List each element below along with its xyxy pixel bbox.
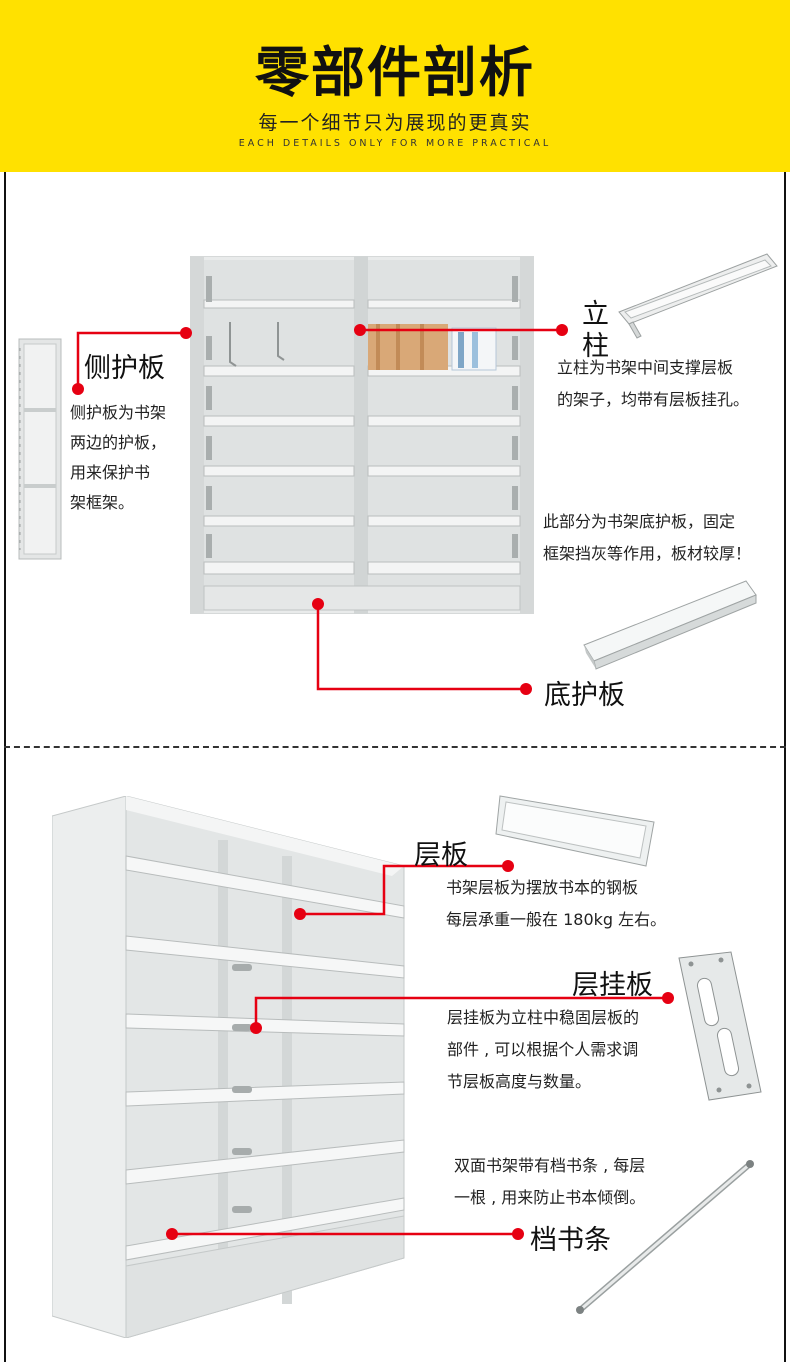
rod-title: 档书条 <box>530 1225 611 1256</box>
bookshelf-front-image <box>190 256 534 614</box>
upright-desc: 立柱为书架中间支撑层板 的架子，均带有层板挂孔。 <box>557 358 750 409</box>
side-panel-desc: 侧护板为书架 两边的护板， 用来保护书 架框架。 <box>70 403 167 512</box>
bottom-panel-desc: 此部分为书架底护板，固定 框架挡灰等作用，板材较厚！ <box>543 512 752 563</box>
section1-pointers <box>72 324 568 695</box>
page-subtitle-en: EACH DETAILS ONLY FOR MORE PRACTICAL <box>238 138 552 149</box>
shelf-title: 层板 <box>414 840 468 871</box>
side-panel-image <box>18 338 62 560</box>
frame-left-line <box>4 172 6 1362</box>
frame-right-line <box>784 172 786 1362</box>
upright-title-line1: 立 <box>582 299 609 330</box>
header-banner: 零部件剖析 每一个细节只为展现的更真实 EACH DETAILS ONLY FO… <box>0 0 790 172</box>
side-panel-title: 侧护板 <box>84 353 165 384</box>
bracket-image <box>675 950 765 1102</box>
bookshelf-double-image <box>52 796 412 1338</box>
bracket-title: 层挂板 <box>572 970 653 1001</box>
upright-image <box>615 250 780 340</box>
upright-title-line2: 柱 <box>582 331 609 362</box>
book-rod-image <box>570 1158 760 1318</box>
rod-desc: 双面书架带有档书条 , 每层 一根 , 用来防止书本倾倒。 <box>454 1156 646 1207</box>
bracket-desc: 层挂板为立柱中稳固层板的 部件 , 可以根据个人需求调 节层板高度与数量。 <box>447 1008 640 1091</box>
section2-pointers <box>166 860 674 1240</box>
shelf-board-image <box>494 792 659 872</box>
page-title: 零部件剖析 <box>255 41 535 104</box>
bottom-panel-title: 底护板 <box>544 680 625 711</box>
section-divider <box>4 746 786 748</box>
page-subtitle: 每一个细节只为展现的更真实 <box>258 112 532 134</box>
shelf-desc: 书架层板为摆放书本的钢板 每层承重一般在 180kg 左右。 <box>446 878 667 929</box>
bottom-panel-image <box>580 575 760 675</box>
